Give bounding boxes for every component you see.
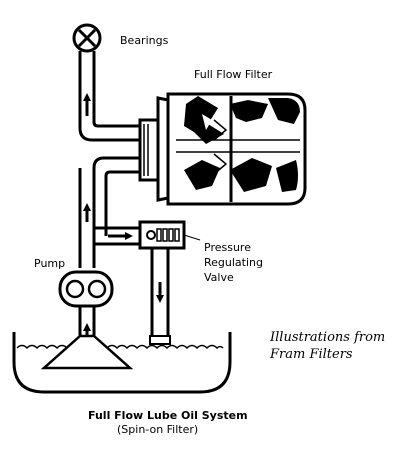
caption-subtitle: (Spin-on Filter) [117, 423, 199, 436]
pressure-label: Pressure [204, 241, 251, 254]
pressure-regulating-valve-icon [138, 220, 201, 250]
up-arrow-icon [83, 203, 91, 222]
full-flow-filter-label: Full Flow Filter [194, 68, 273, 81]
pump-label: Pump [34, 257, 66, 270]
pump-suction-pipe [78, 306, 96, 336]
pump-discharge-pipe [92, 226, 140, 268]
right-arrow-icon [108, 232, 133, 240]
bearings-label: Bearings [120, 34, 169, 47]
relief-return-pipe [150, 248, 170, 336]
valve-label: Valve [204, 271, 234, 284]
pump-icon [58, 270, 114, 308]
pipe-bearings-to-filter [78, 51, 140, 142]
credit-line-1: Illustrations from [270, 330, 386, 345]
caption-title: Full Flow Lube Oil System [88, 409, 248, 422]
oil-sump [12, 332, 232, 394]
bearings-icon [72, 23, 102, 53]
regulating-label: Regulating [204, 256, 263, 269]
full-flow-filter-icon [138, 92, 307, 206]
sump-return-outlet [149, 335, 171, 345]
oil-pickup-strainer [40, 334, 134, 370]
pipe-filter-to-pump [78, 156, 140, 268]
credit-line-2: Fram Filters [270, 347, 353, 362]
up-arrow-icon [83, 93, 91, 116]
down-arrow-icon [156, 282, 164, 303]
